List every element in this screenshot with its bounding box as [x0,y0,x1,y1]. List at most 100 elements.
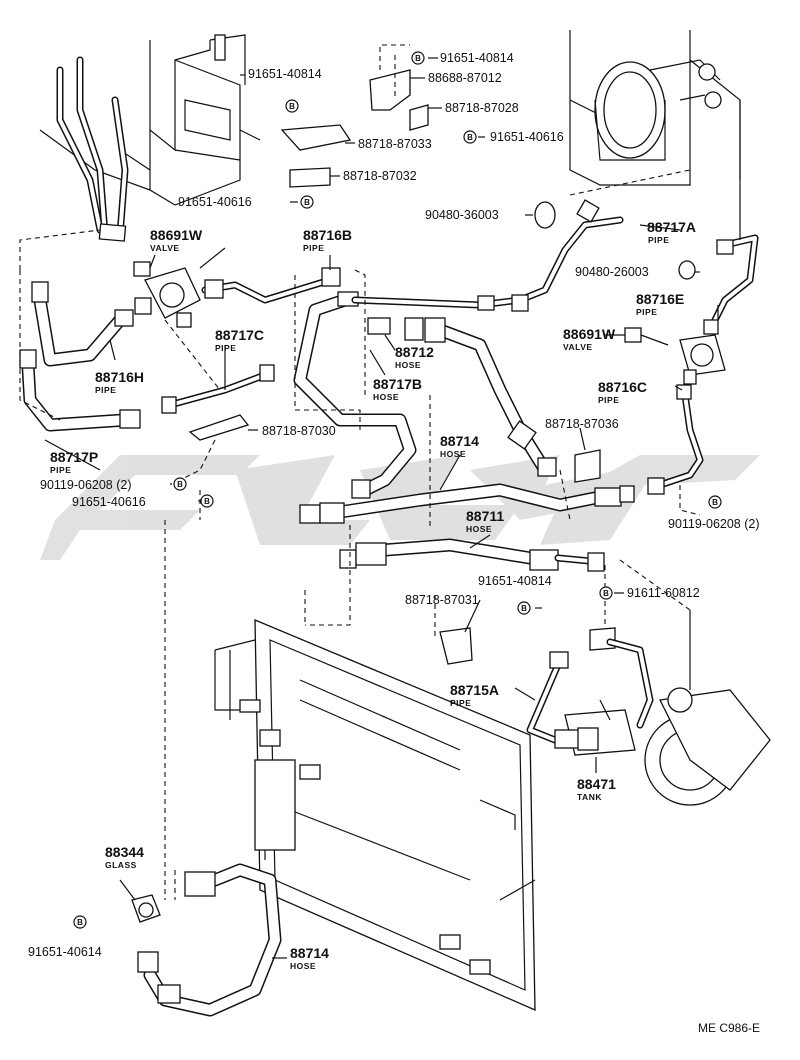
pipe-88717a [351,199,624,312]
label-88717a-type: PIPE [648,235,669,245]
pipe-88716e [711,100,759,324]
label-88717a: 88717A [647,219,696,235]
label-88714-lower: 88714 [290,945,329,961]
label-88711-type: HOSE [466,524,492,534]
label-88714-upper-type: HOSE [440,449,466,459]
clamp-88718-87033 [280,124,352,151]
label-88717b: 88717B [373,376,422,392]
label-88716b: 88716B [303,227,352,243]
label-88718-87032: 88718-87032 [343,169,417,183]
label-88718-87036: 88718-87036 [545,417,619,431]
pipe-left-upper [56,56,129,242]
label-88718-87033: 88718-87033 [358,137,432,151]
receiver-tank-88471 [554,699,636,756]
label-88718-87030: 88718-87030 [262,424,336,438]
reference-lines [19,44,701,900]
svg-text:B: B [521,604,527,613]
hose-88711 [339,538,605,572]
pipe-88717p [19,349,141,432]
label-88716b-type: PIPE [303,243,324,253]
svg-text:B: B [467,133,473,142]
drawing-code: ME C986-E [698,1021,760,1035]
watermark-logo [40,455,760,560]
svg-text:B: B [77,918,83,927]
label-88718-87031: 88718-87031 [405,593,479,607]
expansion-valve-left [133,254,201,328]
svg-text:B: B [289,102,295,111]
label-91651-40814-mid: 91651-40814 [478,574,552,588]
label-88715a-type: PIPE [450,698,471,708]
label-88711: 88711 [466,508,504,524]
clamp-88718-87028 [409,104,429,131]
label-88715a: 88715A [450,682,499,698]
pipe-88715a [526,638,654,744]
grommet-90480-26003 [678,260,696,280]
pipe-88716h [31,281,134,367]
engine-bay-outline-right [569,30,741,186]
grommet-90480-36003 [534,201,556,229]
svg-text:B: B [177,480,183,489]
label-90119-06208-left: 90119-06208 (2) [40,478,132,492]
label-88691w-right: 88691W [563,326,616,342]
label-88717b-type: HOSE [373,392,399,402]
label-88716h-type: PIPE [95,385,116,395]
label-91651-40614: 91651-40614 [28,945,102,959]
label-88712: 88712 [395,344,434,360]
svg-text:B: B [304,198,310,207]
label-88716h: 88716H [95,369,144,385]
condenser-assembly [214,619,536,1012]
label-88717p: 88717P [50,449,98,465]
label-91651-40814-top: 91651-40814 [440,51,514,65]
sight-glass-88344 [131,894,161,923]
label-91651-40616-right: 91651-40616 [490,130,564,144]
svg-text:B: B [204,497,210,506]
pipe-88716c [647,384,704,495]
svg-text:B: B [415,54,421,63]
label-88471: 88471 [577,776,616,792]
clamp-88718-87036 [574,449,601,483]
compressor [644,610,771,806]
part-labels: 91651-40814 88688-87012 91651-40814 8871… [28,51,760,1035]
leader-lines [44,57,719,959]
label-91651-40616-left: 91651-40616 [178,195,252,209]
clamp-88718-87031 [439,627,473,665]
label-88714-upper: 88714 [440,433,479,449]
label-88716e: 88716E [636,291,684,307]
hose-88714-lower [137,863,282,1017]
clamp-88718-87032 [289,167,331,188]
label-88718-87028: 88718-87028 [445,101,519,115]
hose-88712 [367,317,557,477]
clamp-88718-87030 [188,414,250,441]
label-88691w-left-type: VALVE [150,243,180,253]
svg-text:B: B [603,589,609,598]
label-88716c-type: PIPE [598,395,619,405]
hose-88717b [293,291,417,499]
label-88471-type: TANK [577,792,602,802]
label-90119-06208-right: 90119-06208 (2) [668,517,760,531]
pipe-88716b [201,267,341,304]
label-88716e-type: PIPE [636,307,657,317]
label-91611-60812: 91611-60812 [627,586,700,600]
label-88344: 88344 [105,844,144,860]
label-91651-40814-left: 91651-40814 [248,67,322,81]
label-88717p-type: PIPE [50,465,71,475]
label-91651-40616-mid: 91651-40616 [72,495,146,509]
label-88691w-right-type: VALVE [563,342,593,352]
label-88716c: 88716C [598,379,647,395]
pipe-88717c [161,364,275,414]
label-88717c-type: PIPE [215,343,236,353]
label-88714-lower-type: HOSE [290,961,316,971]
label-88712-type: HOSE [395,360,421,370]
bolt-symbols: B B B B B B B B B B [73,51,722,929]
bracket-88688-87012 [369,69,411,111]
engine-bay-outline-left [39,34,261,206]
label-90480-26003: 90480-26003 [575,265,649,279]
hose-88714-upper [299,483,635,524]
label-88691w-left: 88691W [150,227,203,243]
label-88717c: 88717C [215,327,264,343]
label-90480-36003: 90480-36003 [425,208,499,222]
label-88344-type: GLASS [105,860,137,870]
svg-text:B: B [712,498,718,507]
label-88688-87012: 88688-87012 [428,71,502,85]
